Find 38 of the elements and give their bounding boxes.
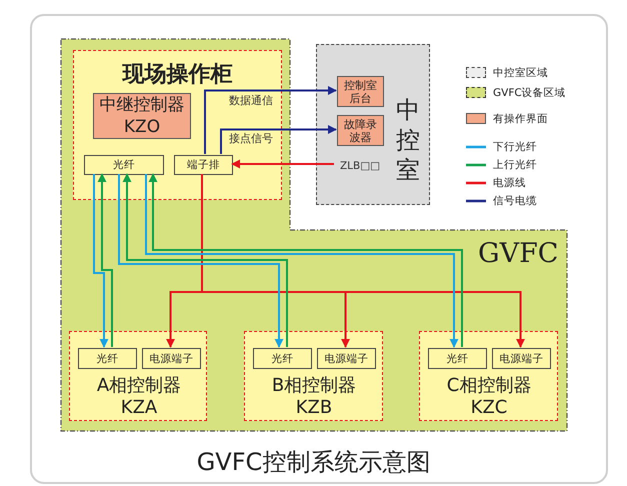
device-box: 控制室后台 bbox=[337, 76, 384, 107]
legend-label: 下行光纤 bbox=[493, 140, 537, 154]
area-title: GVFC bbox=[478, 238, 558, 269]
connector-arrow bbox=[220, 125, 337, 154]
legend-label: 上行光纤 bbox=[493, 158, 537, 172]
port-box: 电源端子 bbox=[317, 348, 376, 369]
legend-label: 中控室区域 bbox=[493, 66, 548, 80]
controller-label: B相控制器 KZB bbox=[270, 375, 358, 419]
port-box: 光纤 bbox=[253, 348, 312, 369]
port-box: 端子排 bbox=[174, 155, 233, 175]
controller-label: C相控制器 KZC bbox=[446, 375, 532, 419]
edge-label: 接点信号 bbox=[228, 131, 274, 146]
port-box: 光纤 bbox=[78, 348, 137, 369]
area-title: 中控室 bbox=[395, 95, 421, 185]
cabinet-panel bbox=[73, 50, 282, 200]
controller-label: A相控制器 KZA bbox=[96, 375, 182, 419]
port-box: 电源端子 bbox=[142, 348, 201, 369]
control-room-area bbox=[316, 44, 430, 205]
edge-label: 数据通信 bbox=[228, 93, 274, 108]
panel-title: 现场操作柜 bbox=[121, 61, 234, 89]
connector-arrow bbox=[93, 174, 108, 348]
phase-controller-panel bbox=[419, 331, 558, 421]
connector-arrow bbox=[231, 160, 334, 168]
legend-label: 电源线 bbox=[493, 176, 526, 190]
port-box: 光纤 bbox=[428, 348, 487, 369]
legend-label: GVFC设备区域 bbox=[493, 86, 566, 100]
source-label: ZLB□□ bbox=[335, 158, 385, 174]
port-box: 光纤 bbox=[84, 155, 164, 175]
port-box: 电源端子 bbox=[492, 348, 551, 369]
phase-controller-panel bbox=[244, 331, 383, 421]
caption: GVFC控制系统示意图 bbox=[196, 447, 432, 478]
phase-controller-panel bbox=[69, 331, 207, 421]
device-box: 故障录波器 bbox=[337, 115, 384, 146]
legend-label: 信号电缆 bbox=[493, 194, 537, 208]
connector-arrow bbox=[98, 173, 113, 347]
legend-label: 有操作界面 bbox=[493, 112, 548, 126]
connector-arrow bbox=[204, 86, 337, 154]
controller-box: 中继控制器 KZO bbox=[93, 93, 191, 139]
